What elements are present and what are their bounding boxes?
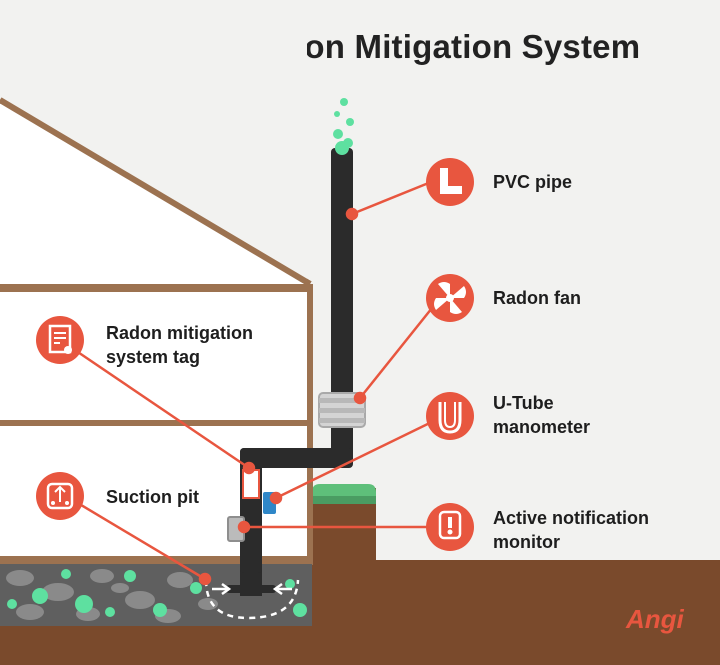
label-suction-pit: Suction pit xyxy=(106,487,199,507)
pipe-elbow-icon xyxy=(426,158,474,206)
label-radon-fan: Radon fan xyxy=(493,288,581,308)
radon-gas-bubbles xyxy=(333,98,354,155)
pipe-horizontal xyxy=(240,448,353,468)
pipe-vertical-main xyxy=(331,148,353,464)
suction-pit-outline xyxy=(204,579,300,620)
label-monitor-line2: monitor xyxy=(493,532,560,552)
manometer-icon xyxy=(426,392,474,440)
label-tag-line1: Radon mitigation xyxy=(106,323,253,343)
gravel-dots xyxy=(7,569,307,617)
label-pvc-pipe: PVC pipe xyxy=(493,172,573,192)
gravel-stones xyxy=(6,569,218,623)
angi-logo: Angi xyxy=(626,604,684,634)
alert-monitor-icon xyxy=(426,503,474,551)
fan-icon xyxy=(426,274,474,322)
system-tag xyxy=(242,469,260,499)
radon-fan xyxy=(318,392,366,428)
leader-lines xyxy=(65,178,441,586)
label-tag-line2: system tag xyxy=(106,347,201,367)
suction-pit-icon xyxy=(36,472,84,520)
pvc-pipe-system xyxy=(240,148,353,573)
label-u-tube-line1: U-Tube xyxy=(493,393,554,413)
document-tag-icon xyxy=(36,316,84,364)
soil-column xyxy=(312,488,376,665)
label-monitor-line1: Active notification xyxy=(493,508,650,528)
label-u-tube-line2: manometer xyxy=(493,417,591,437)
